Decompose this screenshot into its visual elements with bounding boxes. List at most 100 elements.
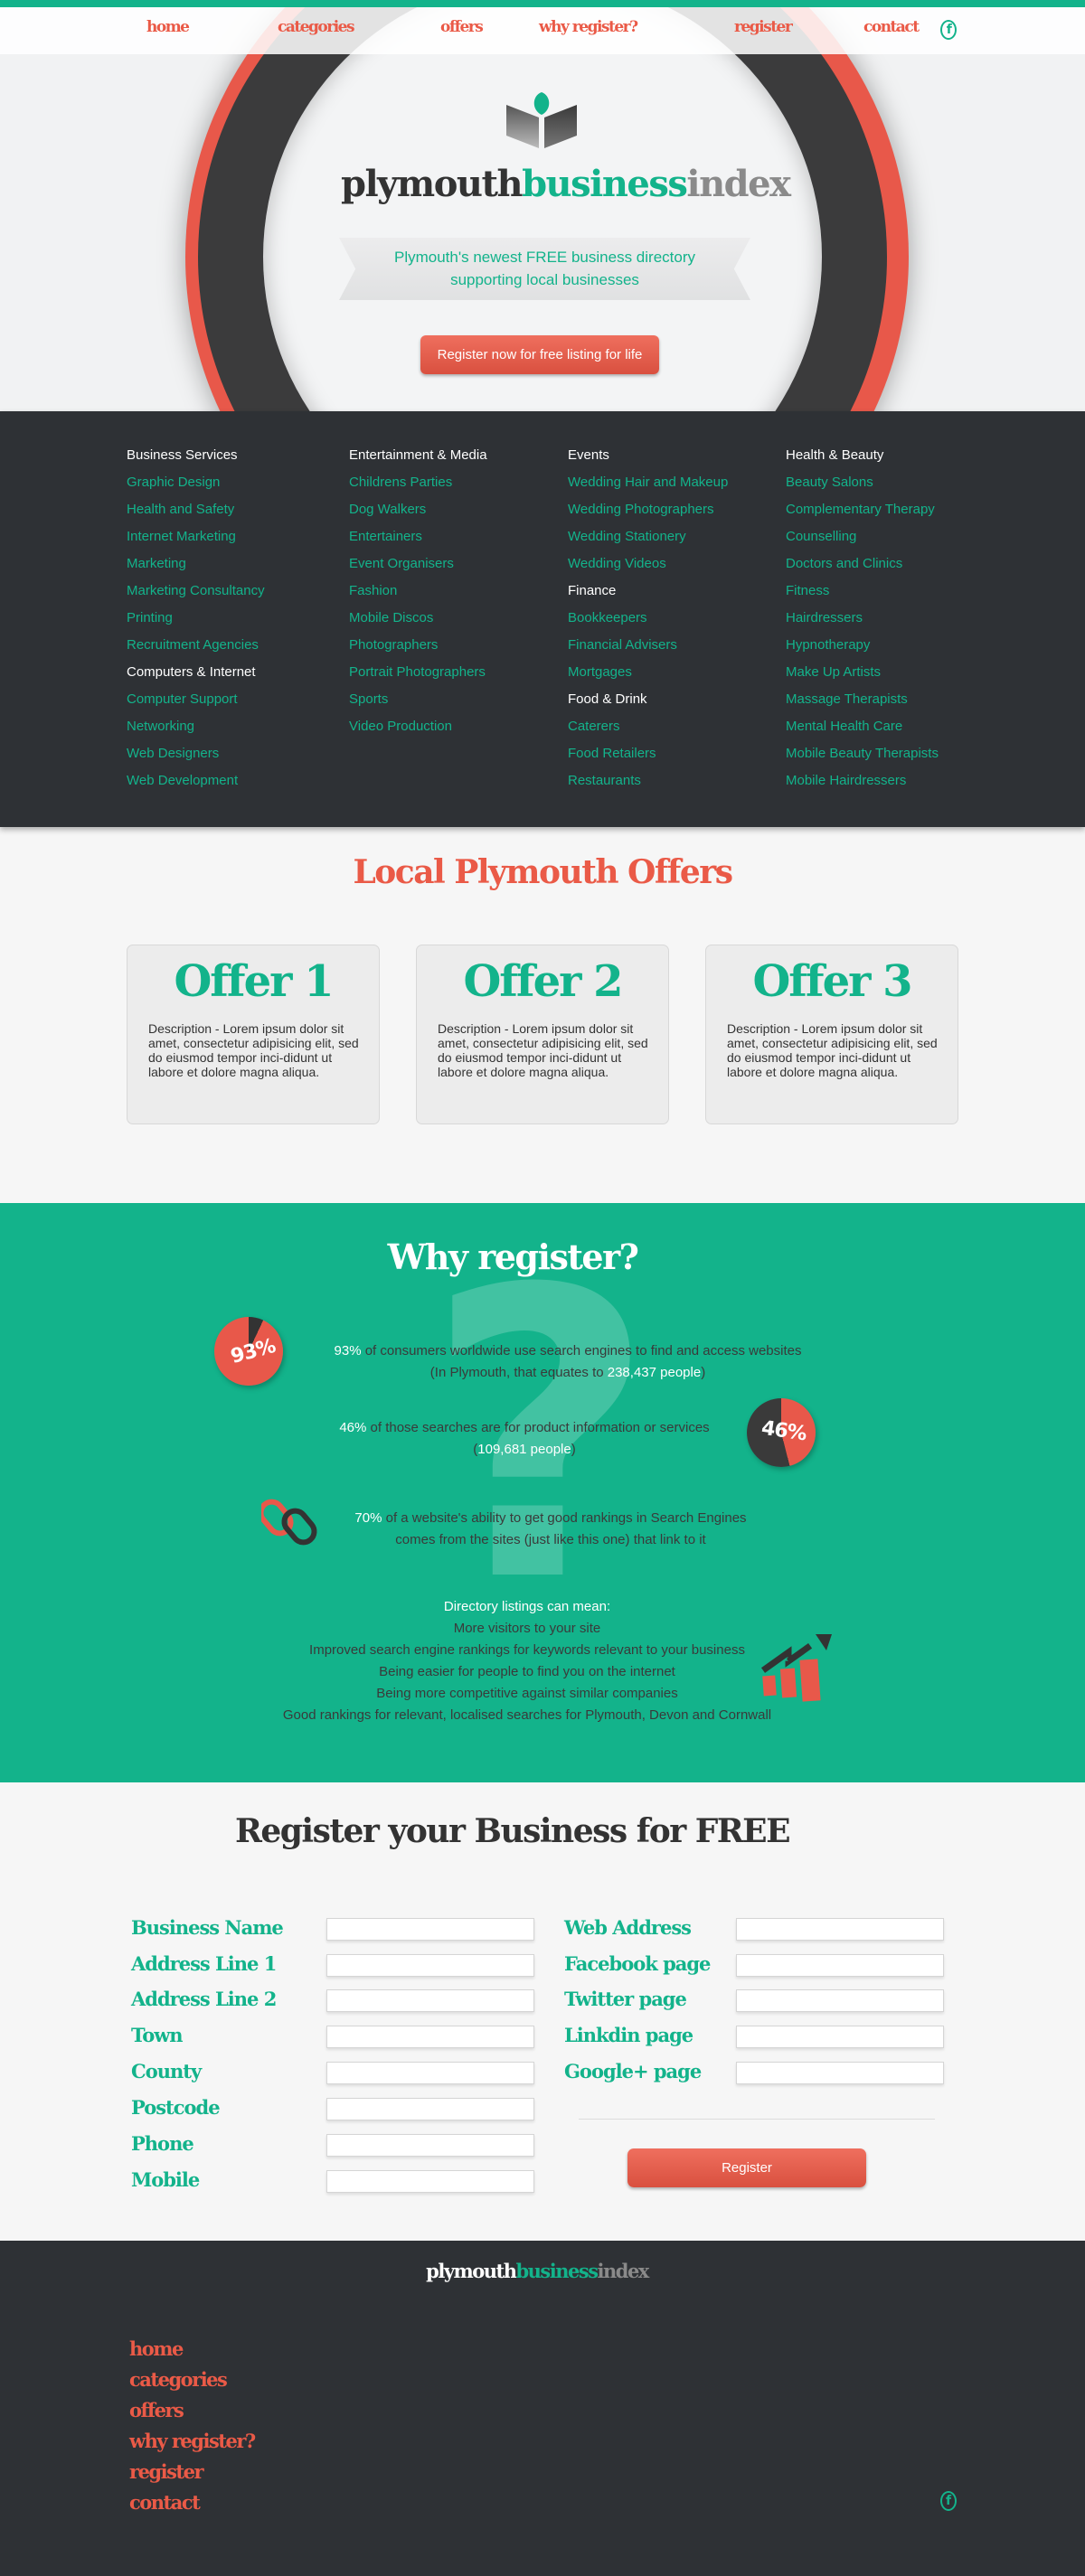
field-input[interactable]	[736, 1989, 944, 2012]
field-label: County	[131, 2060, 202, 2082]
nav-offers[interactable]: offers	[440, 18, 484, 36]
field-label: Business Name	[131, 1916, 284, 1939]
category-link[interactable]: Wedding Hair and Makeup	[568, 475, 729, 490]
field-input[interactable]	[736, 1918, 944, 1941]
main-nav: home categories offers why register? reg…	[0, 7, 1085, 54]
category-link[interactable]: Wedding Stationery	[568, 529, 686, 544]
category-link[interactable]: Caterers	[568, 719, 620, 734]
pie-93-label: 93%	[228, 1334, 278, 1369]
footer-link-home[interactable]: home	[129, 2337, 184, 2360]
footer-link-offers[interactable]: offers	[129, 2399, 184, 2421]
category-link[interactable]: Mobile Discos	[349, 610, 434, 625]
stat-46: 46% of those searches are for product in…	[253, 1417, 796, 1461]
offers-title: Local Plymouth Offers	[353, 853, 733, 891]
category-link[interactable]: Health and Safety	[127, 502, 235, 517]
stat-93-people: 238,437 people	[607, 1365, 702, 1380]
category-link[interactable]: Computer Support	[127, 691, 238, 707]
category-link[interactable]: Printing	[127, 610, 173, 625]
pie-93-icon: 93%	[214, 1317, 283, 1386]
field-input[interactable]	[326, 2026, 534, 2048]
category-link[interactable]: Doctors and Clinics	[786, 556, 903, 571]
category-link[interactable]: Recruitment Agencies	[127, 637, 259, 653]
stat-93-pct: 93%	[334, 1343, 362, 1359]
footer-logo-part-index: index	[597, 2260, 650, 2282]
footer-link-contact[interactable]: contact	[129, 2491, 201, 2514]
category-link[interactable]: Web Development	[127, 773, 239, 788]
category-link[interactable]: Mobile Hairdressers	[786, 773, 907, 788]
field-input[interactable]	[736, 2026, 944, 2048]
category-link[interactable]: Video Production	[349, 719, 452, 734]
nav-why-register[interactable]: why register?	[539, 18, 638, 36]
register-now-button[interactable]: Register now for free listing for life	[420, 335, 659, 374]
field-input[interactable]	[326, 2170, 534, 2193]
category-link[interactable]: Make Up Artists	[786, 664, 882, 680]
stat-46-sub-post: )	[571, 1442, 576, 1457]
category-link[interactable]: Childrens Parties	[349, 475, 453, 490]
category-link[interactable]: Wedding Photographers	[568, 502, 714, 517]
category-link[interactable]: Portrait Photographers	[349, 664, 486, 680]
field-input[interactable]	[326, 1989, 534, 2012]
category-link[interactable]: Mobile Beauty Therapists	[786, 746, 939, 761]
category-link[interactable]: Mortgages	[568, 664, 632, 680]
category-link[interactable]: Food Retailers	[568, 746, 656, 761]
category-link[interactable]: Marketing Consultancy	[127, 583, 265, 598]
category-link[interactable]: Counselling	[786, 529, 857, 544]
field-input[interactable]	[736, 1954, 944, 1977]
category-link[interactable]: Internet Marketing	[127, 529, 236, 544]
category-link[interactable]: Web Designers	[127, 746, 220, 761]
stat-70-text: of a website's ability to get good ranki…	[382, 1510, 747, 1526]
benefits-heading: Directory listings can mean:	[443, 1599, 611, 1614]
benefit-item: Being easier for people to find you on t…	[379, 1664, 675, 1679]
why-register-section	[0, 1203, 1085, 1782]
footer-link-register[interactable]: register	[129, 2460, 204, 2483]
category-link[interactable]: Sports	[349, 691, 389, 707]
facebook-icon[interactable]: f	[940, 20, 957, 40]
tagline-line2: supporting local businesses	[450, 271, 639, 288]
field-input[interactable]	[326, 1918, 534, 1941]
footer-link-categories[interactable]: categories	[129, 2368, 228, 2391]
nav-home[interactable]: home	[146, 18, 190, 36]
category-link[interactable]: Restaurants	[568, 773, 641, 788]
register-submit-button[interactable]: Register	[627, 2148, 866, 2187]
field-input[interactable]	[326, 2098, 534, 2120]
category-link[interactable]: Event Organisers	[349, 556, 454, 571]
field-input[interactable]	[326, 2134, 534, 2157]
footer-link-why-register[interactable]: why register?	[129, 2430, 256, 2452]
book-logo-icon	[506, 92, 577, 148]
category-link[interactable]: Dog Walkers	[349, 502, 427, 517]
category-link[interactable]: Networking	[127, 719, 195, 734]
category-link[interactable]: Entertainers	[349, 529, 422, 544]
category-link[interactable]: Massage Therapists	[786, 691, 908, 707]
category-link[interactable]: Mental Health Care	[786, 719, 903, 734]
category-link[interactable]: Fashion	[349, 583, 398, 598]
category-link[interactable]: Fitness	[786, 583, 830, 598]
category-link[interactable]: Bookkeepers	[568, 610, 647, 625]
category-link[interactable]: Beauty Salons	[786, 475, 873, 490]
category-link[interactable]: Hairdressers	[786, 610, 863, 625]
nav-contact[interactable]: contact	[863, 18, 920, 36]
nav-categories[interactable]: categories	[278, 18, 355, 36]
category-link[interactable]: Hypnotherapy	[786, 637, 871, 653]
field-label: Mobile	[131, 2168, 200, 2191]
field-input[interactable]	[326, 1954, 534, 1977]
category-link[interactable]: Photographers	[349, 637, 439, 653]
category-link[interactable]: Marketing	[127, 556, 186, 571]
category-link[interactable]: Financial Advisers	[568, 637, 677, 653]
category-link[interactable]: Graphic Design	[127, 475, 221, 490]
category-link[interactable]: Wedding Videos	[568, 556, 666, 571]
stat-93: 93% of consumers worldwide use search en…	[297, 1340, 839, 1384]
field-input[interactable]	[326, 2062, 534, 2084]
nav-register[interactable]: register	[734, 18, 793, 36]
stat-46-text: of those searches are for product inform…	[366, 1420, 710, 1435]
field-input[interactable]	[736, 2062, 944, 2084]
category-heading: Food & Drink	[568, 691, 647, 707]
category-link[interactable]: Complementary Therapy	[786, 502, 935, 517]
logo-part-plymouth: plymouth	[341, 163, 524, 205]
footer-facebook-icon[interactable]: f	[940, 2491, 957, 2511]
